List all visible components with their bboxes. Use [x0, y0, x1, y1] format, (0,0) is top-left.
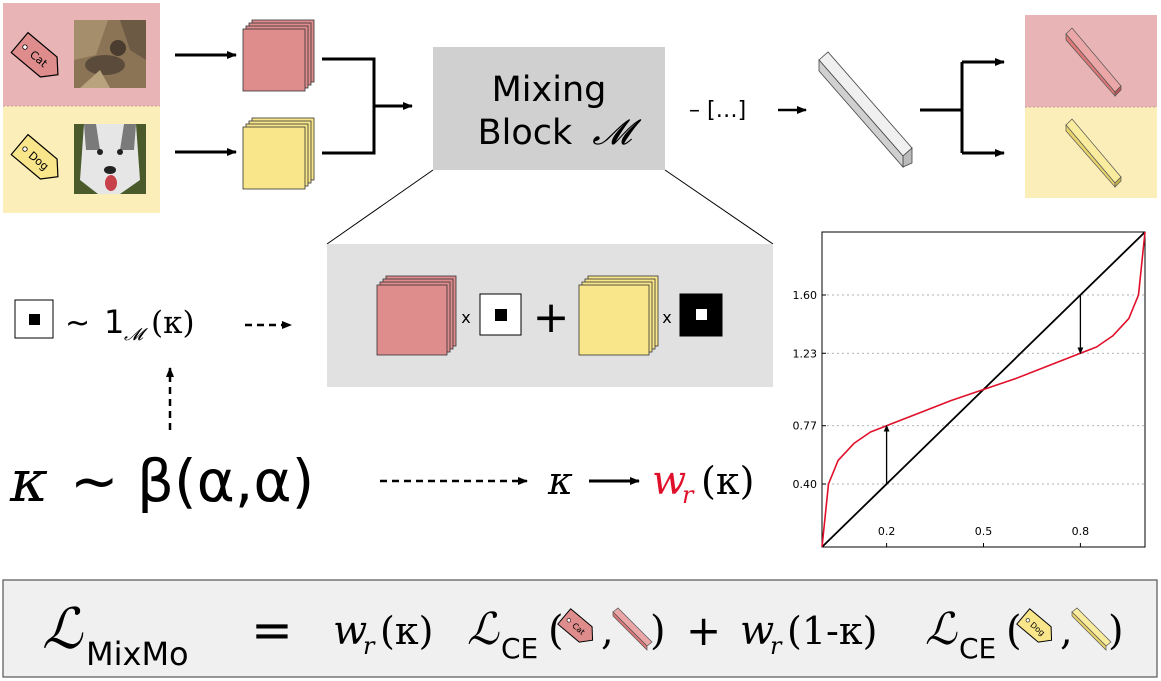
loss-w2: w: [740, 608, 774, 654]
mixing-block: Mixing Block 𝓜: [433, 47, 665, 170]
loss-w2-sub: r: [770, 632, 783, 660]
x-tick-label: 0.2: [878, 525, 896, 538]
ellipsis-label: – […]: [689, 98, 746, 123]
loss-w1: w: [333, 608, 367, 654]
zoom-yellow-stack: [578, 275, 659, 356]
weight-mapping: κ w r (κ): [547, 458, 754, 509]
loss-ce1-comma: ,: [601, 608, 614, 654]
inverse-mask-icon: [679, 293, 723, 337]
y-tick-label: 1.23: [793, 347, 818, 360]
price-tag-icon: Dog: [1016, 608, 1053, 643]
loss-symbol: ℒ: [42, 597, 84, 662]
merge-connector: [322, 57, 412, 155]
loss-w1-sub: r: [363, 632, 376, 660]
mask-arg: (κ): [151, 305, 195, 341]
loss-ce1-sub: CE: [501, 632, 538, 665]
y-tick-label: 0.40: [793, 478, 818, 491]
kappa-symbol: κ: [9, 447, 48, 515]
cat-output-bar: [1065, 27, 1122, 97]
input-panel: Cat Dog: [3, 3, 160, 213]
y-tick-label: 0.77: [793, 420, 818, 433]
weight-function-chart: 0.40 0.77 1.23 1.60 0.2 0.5 0.8: [793, 231, 1146, 548]
mixing-block-title: Mixing: [492, 70, 607, 110]
zoom-line-right: [664, 169, 774, 245]
mask-indicator: 1: [104, 303, 124, 341]
chart-grid: [822, 294, 1145, 485]
shared-feature-bar: [818, 51, 913, 169]
map-kappa: κ: [547, 459, 573, 503]
price-tag-icon: Cat: [10, 31, 59, 78]
map-w-sub: r: [682, 481, 695, 509]
x-tick-label: 0.8: [1072, 525, 1090, 538]
loss-w2-arg: (1-κ): [787, 609, 877, 653]
zoom-red-stack: [376, 275, 457, 356]
cat-output-bar: [612, 607, 653, 651]
loss-ce2-open: (: [1006, 608, 1022, 654]
loss-ce1-open: (: [548, 608, 564, 654]
price-tag-icon: Dog: [10, 133, 59, 180]
split-connector: [920, 62, 964, 153]
dog-output-bar: [1065, 118, 1122, 188]
loss-w1-arg: (κ): [380, 609, 433, 653]
map-w: w: [652, 458, 686, 504]
dog-photo: [74, 124, 146, 194]
kappa-sample-formula: κ ~ β(α,α): [9, 447, 314, 515]
red-feature-stack: [242, 19, 315, 92]
cat-photo: [74, 20, 146, 88]
chart-series: [821, 231, 1146, 548]
plus-sign: +: [533, 292, 570, 343]
times-sign: x: [662, 308, 671, 327]
beta-distribution: ~ β(α,α): [70, 447, 314, 515]
times-sign: x: [461, 308, 470, 327]
mask-sample-formula: ~ 1 𝓜 (κ): [14, 299, 292, 345]
weight-curve: [821, 231, 1146, 548]
chart-annotations: [883, 295, 1084, 484]
loss-ce2-sub: CE: [959, 632, 996, 665]
dog-output-bar: [1071, 607, 1112, 651]
loss-ce2-comma: ,: [1060, 608, 1073, 654]
loss-equation: ℒ MixMo = w r (κ) ℒ CE ( Cat , ) + w r (…: [2, 579, 1158, 678]
loss-subscript: MixMo: [86, 635, 189, 673]
loss-ce1-close: ): [650, 608, 666, 654]
yellow-feature-stack: [242, 117, 315, 190]
loss-ce2: ℒ: [925, 604, 958, 655]
map-arg: (κ): [701, 459, 754, 503]
mixing-block-subtitle: Block: [478, 113, 573, 153]
mask-icon: [14, 299, 54, 339]
mask-indicator-sub: 𝓜: [124, 325, 148, 345]
mask-icon: [479, 293, 522, 336]
y-tick-label: 1.60: [793, 289, 818, 302]
loss-ce2-close: ): [1108, 608, 1124, 654]
loss-plus: +: [686, 606, 721, 655]
chart-ticks: 0.40 0.77 1.23 1.60 0.2 0.5 0.8: [793, 289, 1090, 547]
zoom-line-left: [326, 169, 434, 245]
loss-equals: =: [251, 601, 293, 659]
mask-tilde: ~: [65, 306, 90, 341]
price-tag-icon: Cat: [557, 608, 594, 643]
output-panel: [1025, 15, 1157, 198]
loss-ce1: ℒ: [467, 604, 500, 655]
x-tick-label: 0.5: [975, 525, 993, 538]
